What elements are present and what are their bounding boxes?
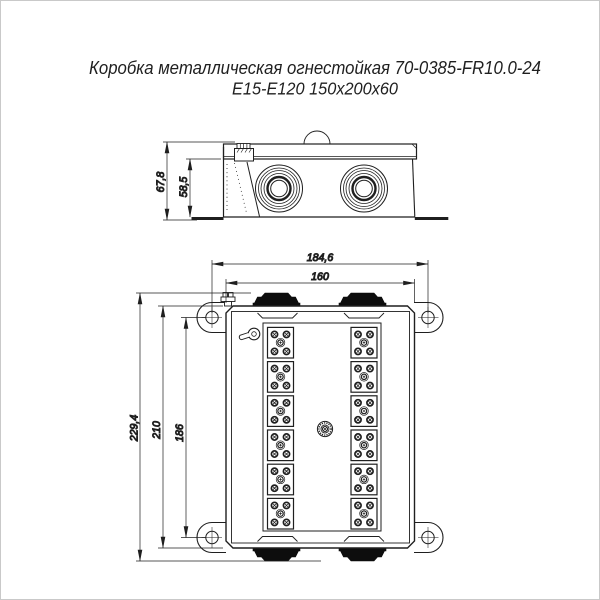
knockout-left [254, 163, 304, 214]
dim-front-box-width: 160 [225, 271, 416, 303]
knockout-right [339, 163, 389, 214]
cable-gland-top-left [252, 292, 301, 307]
title: Коробка металлическая огнестойкая 70-038… [89, 58, 541, 99]
mounting-ear-top-right [413, 301, 444, 334]
terminal-block [268, 362, 294, 393]
ground-symbol [238, 327, 261, 341]
terminal-block [268, 396, 294, 427]
inner-panel [262, 322, 382, 532]
terminal-block [351, 498, 377, 529]
cable-gland-bottom-right [338, 547, 387, 562]
dim-side-total-height-label: 67,8 [155, 172, 167, 193]
side-view-body [191, 147, 449, 220]
dim-front-hole-spacing-width: 184,6 [211, 252, 429, 313]
title-line-2: Е15-Е120 150х200х60 [232, 79, 398, 99]
dim-side-body-height: 58,5 [178, 158, 221, 218]
terminal-block [268, 464, 294, 495]
dim-front-hole-spacing-height-label: 186 [174, 424, 186, 442]
terminal-block [351, 327, 377, 358]
dim-front-box-height-label: 210 [151, 421, 163, 440]
terminal-block [268, 430, 294, 461]
terminal-block [268, 498, 294, 529]
title-line-1: Коробка металлическая огнестойкая 70-038… [89, 58, 541, 78]
front-view: 184,6 160 229,4 210 186 [128, 252, 444, 562]
terminal-block [268, 327, 294, 358]
terminal-block [351, 464, 377, 495]
mounting-ear-bottom-right [413, 521, 444, 554]
dim-side-body-height-label: 58,5 [178, 177, 190, 198]
base-flange-right [414, 217, 449, 220]
dim-side-total-height: 67,8 [155, 141, 235, 221]
dim-front-total-height-label: 229,4 [129, 415, 141, 443]
dim-front-hole-spacing-width-label: 184,6 [307, 252, 334, 264]
base-flange-left [191, 217, 224, 220]
dim-front-box-width-label: 160 [311, 271, 329, 283]
dim-front-total-height: 229,4 [128, 292, 321, 562]
ground-bolt [220, 292, 236, 307]
cable-gland-top-right [338, 292, 387, 307]
side-view: 67,8 58,5 [155, 130, 449, 221]
dim-front-box-height: 210 [151, 305, 223, 549]
terminal-block [351, 430, 377, 461]
lid-bump [303, 130, 331, 145]
cable-gland-bottom-left [252, 547, 301, 562]
terminal-block [351, 362, 377, 393]
dim-front-hole-spacing-height: 186 [174, 316, 206, 539]
side-view-latch [234, 143, 254, 162]
center-screw [316, 420, 334, 438]
terminal-block [351, 396, 377, 427]
